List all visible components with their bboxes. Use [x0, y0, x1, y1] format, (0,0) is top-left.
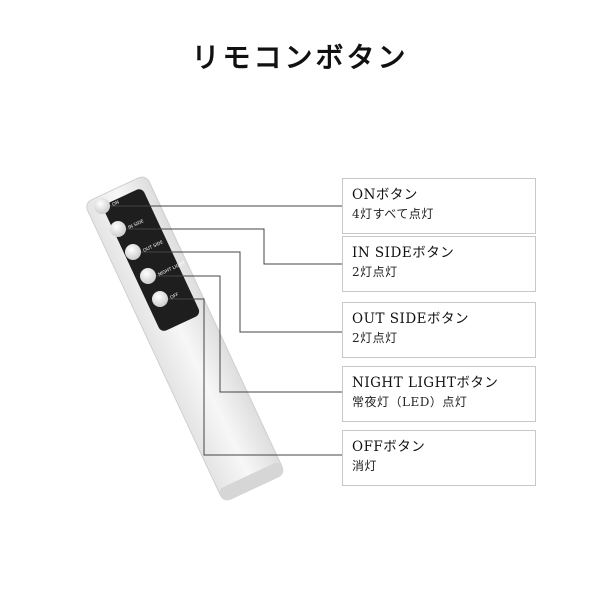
callout-desc: 消灯: [352, 459, 378, 473]
button-circle: [94, 198, 110, 214]
button-circle: [140, 268, 156, 284]
callout-on: ONボタン 4灯すべて点灯: [342, 178, 536, 234]
button-circle: [125, 244, 141, 260]
callout-desc: 2灯点灯: [352, 331, 398, 345]
remote-button-on[interactable]: ON: [94, 198, 120, 214]
callout-night: NIGHT LIGHTボタン 常夜灯（LED）点灯: [342, 366, 536, 422]
callout-desc: 常夜灯（LED）点灯: [352, 395, 468, 409]
callout-outside: OUT SIDEボタン 2灯点灯: [342, 302, 536, 358]
page-title: リモコンボタン: [191, 41, 409, 74]
button-circle: [110, 221, 126, 237]
button-panel: [103, 189, 200, 331]
callout-off: OFFボタン 消灯: [342, 430, 536, 486]
callout-desc: 2灯点灯: [352, 265, 398, 279]
callout-title: NIGHT LIGHTボタン: [352, 375, 499, 391]
callout-title: ONボタン: [352, 187, 418, 203]
leader-line-inside: [118, 228, 342, 265]
leader-line-outside: [133, 251, 342, 333]
callout-inside: IN SIDEボタン 2灯点灯: [342, 236, 536, 292]
button-circle: [152, 291, 168, 307]
callout-title: IN SIDEボタン: [352, 245, 455, 261]
button-label-off: OFF: [169, 292, 180, 301]
leader-line-off: [160, 298, 342, 456]
leader-line-night: [148, 275, 342, 393]
button-label-on: ON: [111, 199, 120, 207]
callout-desc: 4灯すべて点灯: [352, 207, 434, 221]
callout-title: OFFボタン: [352, 439, 426, 455]
remote-button-off[interactable]: OFF: [152, 291, 180, 307]
leader-lines: [102, 205, 342, 456]
remote-end-shadow: [219, 462, 284, 501]
callout-title: OUT SIDEボタン: [352, 311, 470, 327]
